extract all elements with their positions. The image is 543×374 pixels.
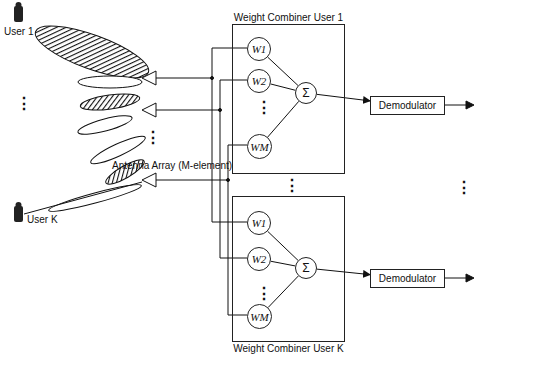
node-text: Demodulator — [379, 100, 436, 111]
feed-wire — [156, 48, 247, 315]
combiner-title: Weight Combiner User 1 — [223, 10, 354, 25]
signal-line — [271, 261, 295, 266]
signal-line — [268, 276, 298, 308]
weight-circle: W2 — [247, 69, 271, 93]
signal-line — [268, 57, 298, 85]
node-text: Σ — [302, 261, 309, 275]
combiner-box: Weight Combiner User KW1W2WMΣ — [232, 196, 345, 342]
node-text: W1 — [252, 43, 267, 55]
node-text: W1 — [252, 217, 267, 229]
weight-circle: WM — [247, 304, 272, 329]
text-label: User K — [27, 214, 58, 226]
text-label: Antenna Array (M-element) — [112, 160, 232, 172]
summer-circle: Σ — [295, 257, 317, 279]
node-text: WM — [250, 141, 268, 153]
node-text: WM — [250, 311, 268, 323]
signal-line — [317, 269, 370, 274]
weight-circle: WM — [247, 134, 272, 159]
combiner-box: Weight Combiner User 1W1W2WMΣ — [232, 24, 345, 174]
ellipsis-mark: ⋮ — [284, 178, 300, 194]
beam-lobe — [24, 16, 154, 216]
node-text: Σ — [302, 86, 309, 100]
ellipsis-mark: ⋮ — [256, 100, 272, 116]
node-text: W2 — [252, 75, 267, 87]
summer-circle: Σ — [295, 82, 317, 104]
weight-circle: W2 — [247, 247, 271, 271]
weight-circle: W1 — [247, 37, 271, 61]
signal-line — [268, 231, 298, 260]
demodulator-box: Demodulator — [370, 96, 445, 115]
weight-circle: W1 — [247, 211, 271, 235]
combiner-title: Weight Combiner User K — [223, 341, 354, 356]
ellipsis-mark: ⋮ — [16, 96, 32, 112]
output-arrow — [445, 101, 474, 282]
ellipsis-mark: ⋮ — [256, 286, 272, 302]
signal-line — [268, 101, 299, 137]
signal-line — [317, 94, 370, 101]
ellipsis-mark: ⋮ — [145, 130, 161, 146]
text-label: User 1 — [4, 26, 33, 38]
demodulator-box: Demodulator — [370, 269, 445, 288]
ellipsis-mark: ⋮ — [456, 180, 472, 196]
node-text: Demodulator — [379, 273, 436, 284]
node-text: W2 — [252, 253, 267, 265]
signal-line — [271, 84, 296, 90]
